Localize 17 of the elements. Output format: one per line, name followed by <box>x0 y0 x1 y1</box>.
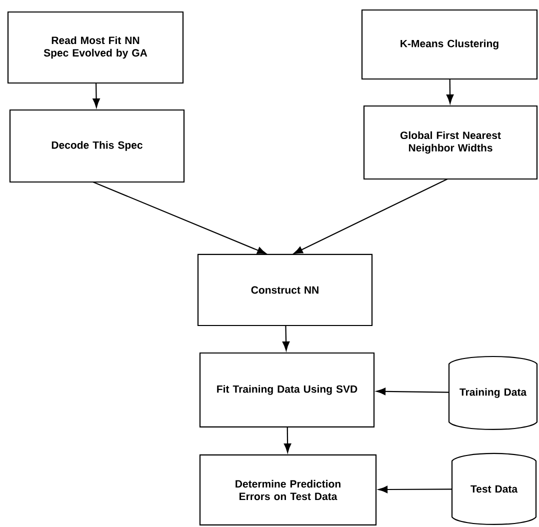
arrow <box>294 178 448 254</box>
process-box: Read Most Fit NN Spec Evolved by GA <box>7 11 184 84</box>
arrow <box>378 486 452 494</box>
arrow <box>92 84 100 108</box>
process-box: K-Means Clustering <box>361 9 538 80</box>
process-box: Decode This Spec <box>9 109 185 183</box>
data-store: Training Data <box>448 356 538 430</box>
arrow <box>376 388 449 396</box>
process-box: Fit Training Data Using SVD <box>199 352 375 428</box>
process-box: Construct NN <box>197 254 373 326</box>
process-box: Global First Nearest Neighbor Widths <box>363 105 538 180</box>
arrow <box>92 181 266 254</box>
process-box: Determine Prediction Errors on Test Data <box>199 454 377 526</box>
arrow <box>446 80 454 104</box>
arrow <box>284 428 292 453</box>
data-store: Test Data <box>451 452 537 526</box>
arrow <box>282 326 290 351</box>
